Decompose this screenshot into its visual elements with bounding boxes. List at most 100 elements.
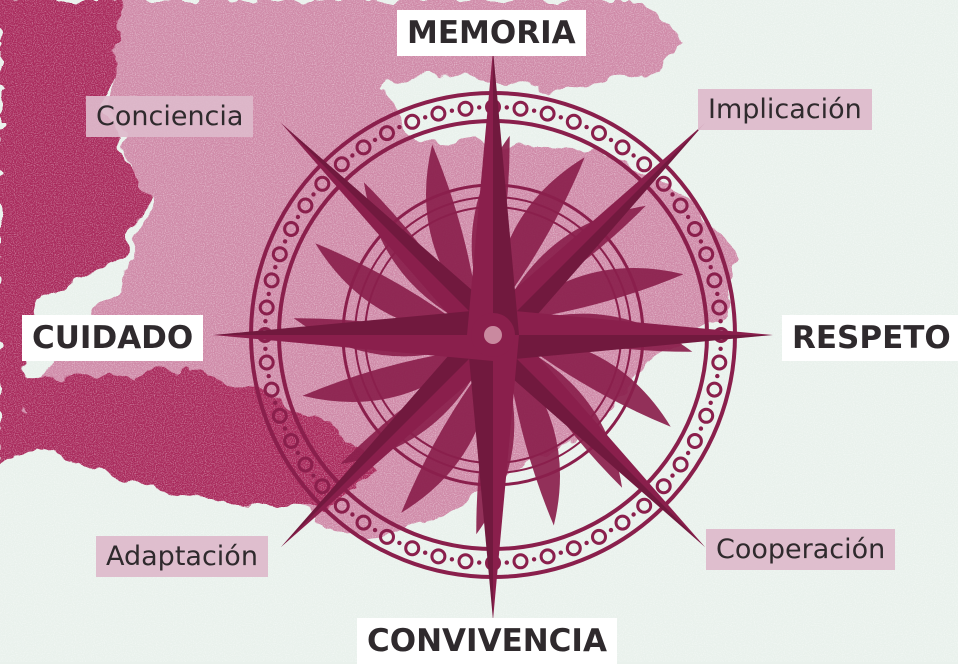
chain-link bbox=[708, 400, 713, 405]
chain-bead bbox=[698, 407, 715, 424]
diagonal-point bbox=[280, 320, 508, 548]
chain-link bbox=[449, 557, 455, 562]
chain-link bbox=[266, 291, 271, 297]
diagonal-point-shade bbox=[478, 335, 706, 548]
cardinal-point bbox=[213, 309, 493, 361]
label-conciencia: Conciencia bbox=[86, 96, 254, 137]
chain-link bbox=[263, 319, 268, 324]
flame-ray bbox=[522, 268, 684, 319]
chain-bead bbox=[297, 456, 314, 473]
chain-bead bbox=[297, 197, 314, 214]
compass-rose bbox=[213, 50, 773, 620]
chain-link bbox=[685, 450, 691, 456]
label-adaptacion: Adaptación bbox=[96, 536, 268, 577]
diagonal-point-shade bbox=[493, 122, 706, 350]
flame-ray bbox=[426, 144, 477, 306]
chain-link bbox=[531, 108, 537, 113]
chain-link bbox=[584, 540, 589, 546]
chain-bead bbox=[706, 381, 723, 398]
chain-bead bbox=[258, 299, 275, 316]
chain-bead bbox=[379, 528, 395, 545]
flame-ray bbox=[509, 364, 560, 526]
flame-ray bbox=[302, 351, 464, 402]
chain-link bbox=[397, 540, 402, 546]
chain-bead bbox=[711, 354, 728, 371]
chain-link bbox=[372, 527, 378, 533]
label-memoria: MEMORIA bbox=[397, 10, 586, 56]
chain-link bbox=[685, 214, 691, 220]
chain-bead bbox=[686, 433, 703, 449]
chain-link bbox=[295, 450, 301, 456]
chain-bead bbox=[655, 175, 672, 192]
chain-link bbox=[504, 105, 509, 110]
chain-link bbox=[350, 153, 355, 158]
chain-link bbox=[558, 115, 563, 120]
chain-bead bbox=[591, 125, 607, 142]
chain-link bbox=[295, 214, 301, 220]
flame-ray bbox=[530, 336, 671, 427]
label-respeto: RESPETO bbox=[782, 315, 958, 361]
chain-bead bbox=[355, 139, 372, 156]
chain-bead bbox=[430, 105, 447, 122]
chain-bead bbox=[672, 197, 689, 214]
chain-link bbox=[715, 373, 720, 379]
chain-bead bbox=[636, 497, 653, 514]
chain-link bbox=[263, 346, 268, 351]
cardinal-point-shade bbox=[467, 335, 493, 620]
chain-bead bbox=[283, 221, 300, 237]
cardinal-point-shade bbox=[493, 335, 773, 361]
chain-link bbox=[698, 239, 704, 244]
chain-bead bbox=[698, 246, 715, 263]
chain-bead bbox=[271, 246, 288, 263]
label-cooperacion: Cooperación bbox=[706, 529, 896, 570]
label-convivencia: CONVIVENCIA bbox=[357, 618, 617, 664]
chain-bead bbox=[614, 514, 631, 531]
chain-link bbox=[608, 137, 614, 143]
chain-bead bbox=[430, 548, 447, 565]
cardinal-point-shade bbox=[213, 309, 493, 335]
chain-ring bbox=[257, 99, 729, 571]
cardinal-point bbox=[467, 50, 519, 335]
chain-bead bbox=[614, 139, 631, 156]
chain-link bbox=[477, 105, 482, 110]
chain-link bbox=[715, 291, 720, 297]
chain-link bbox=[350, 512, 355, 517]
cardinal-point bbox=[467, 335, 519, 620]
chain-link bbox=[558, 550, 563, 555]
flame-ray bbox=[401, 372, 492, 513]
diagonal-point bbox=[280, 122, 508, 350]
chain-link bbox=[282, 239, 288, 244]
chain-bead bbox=[539, 105, 556, 122]
chain-bead bbox=[655, 478, 672, 495]
chain-link bbox=[449, 108, 455, 113]
chain-bead bbox=[258, 354, 275, 371]
chain-bead bbox=[283, 433, 300, 449]
chain-bead bbox=[314, 478, 331, 495]
chain-bead bbox=[672, 456, 689, 473]
label-implicacion: Implicación bbox=[698, 89, 872, 130]
chain-link bbox=[423, 115, 428, 120]
chain-link bbox=[282, 426, 288, 431]
chain-bead bbox=[404, 540, 421, 557]
diagonal-point bbox=[478, 122, 706, 350]
chain-link bbox=[631, 153, 636, 158]
chain-link bbox=[273, 400, 278, 405]
chain-link bbox=[477, 560, 482, 565]
center-hub-inner bbox=[484, 326, 502, 344]
chain-link bbox=[311, 473, 316, 478]
chain-bead bbox=[539, 548, 556, 565]
chain-bead bbox=[591, 528, 607, 545]
chain-bead bbox=[271, 407, 288, 424]
chain-bead bbox=[263, 272, 280, 289]
flame-ray bbox=[315, 243, 456, 334]
cardinal-point-shade bbox=[493, 50, 519, 335]
chain-link bbox=[670, 473, 675, 478]
chain-link bbox=[708, 265, 713, 270]
flame-ray bbox=[494, 157, 585, 298]
chain-bead bbox=[333, 156, 350, 173]
diagonal-point-shade bbox=[280, 122, 508, 335]
chain-link bbox=[273, 265, 278, 270]
chain-bead bbox=[355, 514, 372, 531]
chain-link bbox=[698, 426, 704, 431]
chain-bead bbox=[404, 113, 421, 130]
